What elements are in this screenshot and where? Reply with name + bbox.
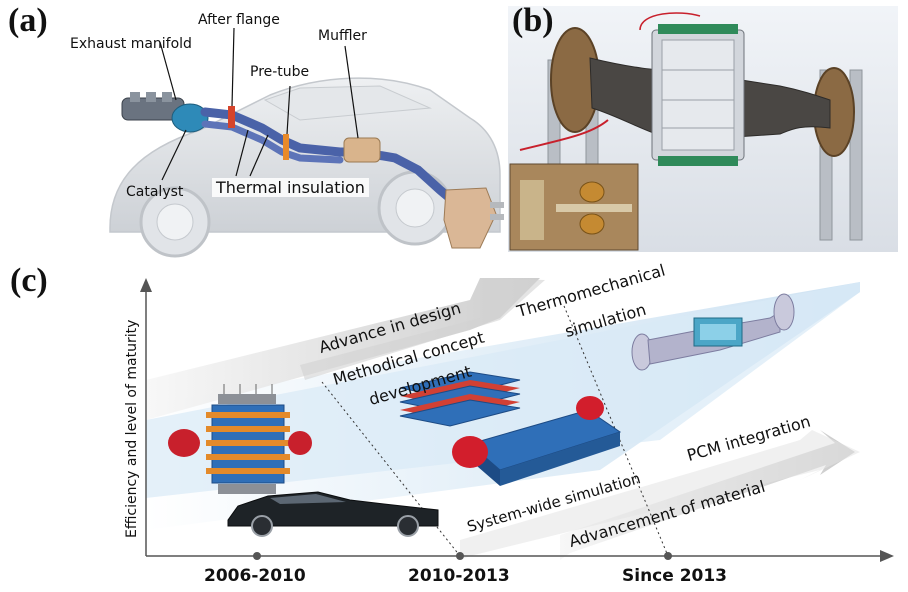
plate-stack-illustration xyxy=(399,371,521,427)
upper-arrow xyxy=(146,278,540,420)
label-muffler: Muffler xyxy=(318,28,367,44)
x-axis-arrowhead xyxy=(880,550,894,562)
panel-a-illustration xyxy=(109,27,504,258)
panel-label-c: (c) xyxy=(10,262,48,299)
sedan-illustration xyxy=(227,491,439,537)
x-tick-dot-3 xyxy=(664,552,672,560)
label-pre-tube: Pre-tube xyxy=(250,64,310,80)
pre-tube xyxy=(283,134,289,160)
after-flange xyxy=(228,106,235,128)
label-exhaust-manifold: Exhaust manifold xyxy=(70,36,192,52)
muffler xyxy=(343,137,381,163)
catalyst xyxy=(171,103,209,133)
y-axis-arrowhead xyxy=(140,278,152,292)
y-axis-label: Efficiency and level of maturity xyxy=(124,319,140,538)
integrated-teg-illustration xyxy=(631,293,795,371)
rear-silencer xyxy=(443,187,497,249)
label-catalyst: Catalyst xyxy=(126,184,184,200)
x-tick-label-2: 2010-2013 xyxy=(408,566,510,586)
panel-b-photo xyxy=(508,6,898,252)
panel-label-a: (a) xyxy=(8,2,48,39)
panel-label-b: (b) xyxy=(512,2,554,39)
panel-c-roadmap xyxy=(140,278,894,562)
label-after-flange: After flange xyxy=(198,12,280,28)
separator-2010 xyxy=(321,381,461,557)
stacked-teg-illustration xyxy=(168,384,312,494)
x-tick-label-3: Since 2013 xyxy=(622,566,728,586)
heat-exchanger-illustration xyxy=(452,396,622,486)
x-tick-dot-2 xyxy=(456,552,464,560)
x-tick-label-1: 2006-2010 xyxy=(204,566,306,586)
x-tick-dot-1 xyxy=(253,552,261,560)
label-thermal-insulation: Thermal insulation xyxy=(212,178,369,197)
exhaust-pipe xyxy=(200,107,463,210)
